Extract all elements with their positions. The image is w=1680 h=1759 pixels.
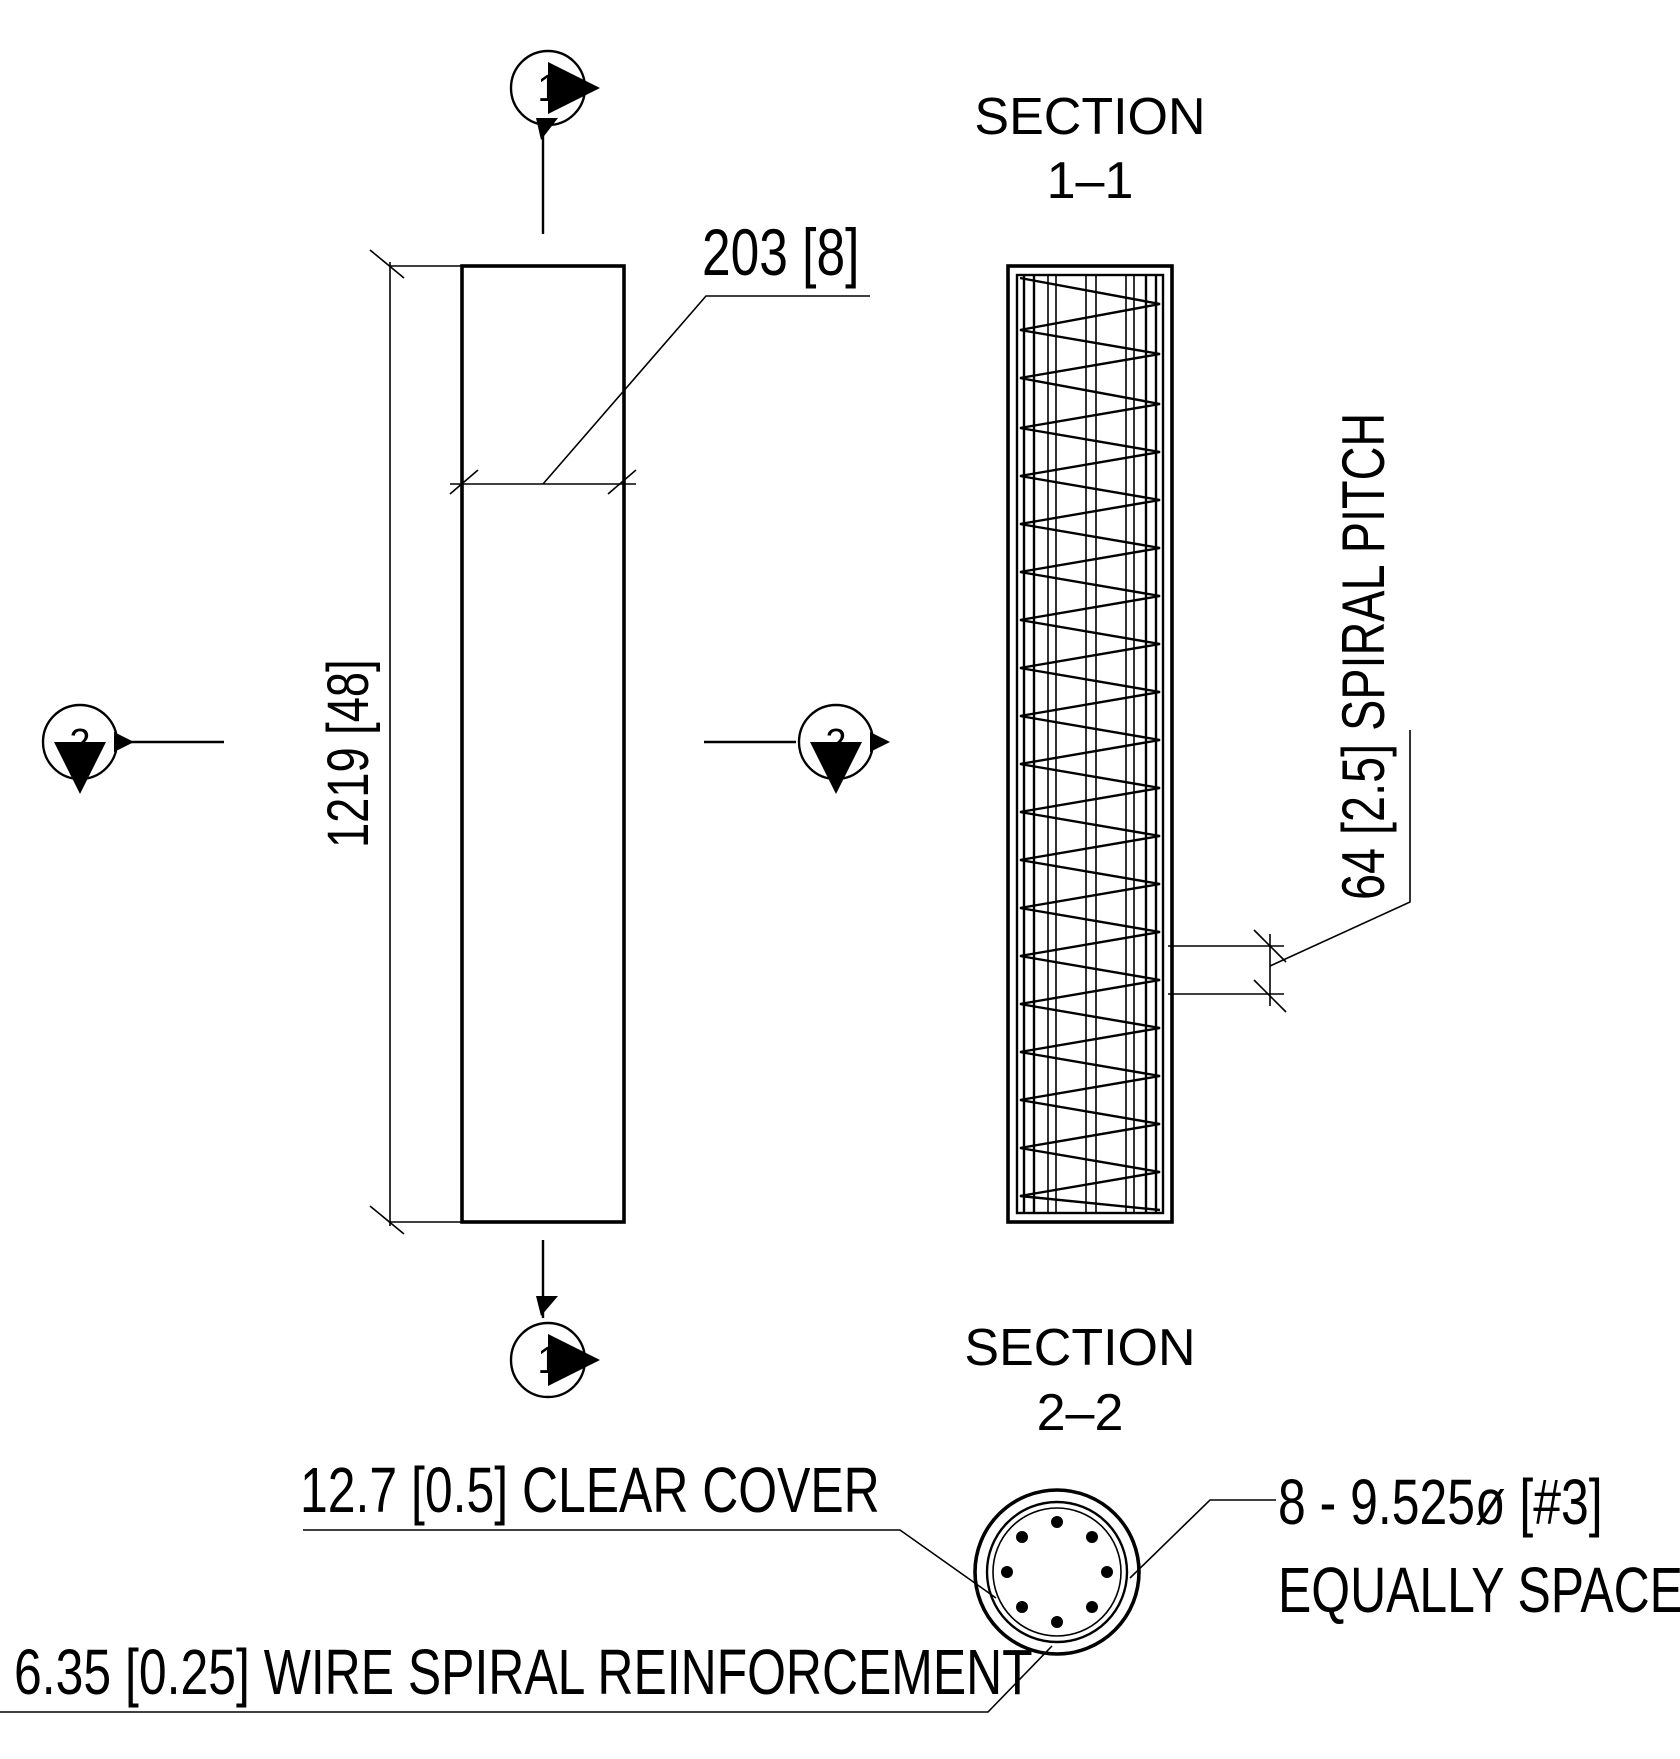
rebar-dots — [1001, 1516, 1113, 1628]
width-dimension-label: 203 [8] — [702, 215, 859, 290]
section-1-1-title: SECTION — [974, 88, 1205, 146]
section-1-1-number: 1–1 — [1047, 152, 1134, 210]
length-dimension-label: 1219 [48] — [317, 659, 382, 848]
section-marker-2-right: 2 — [797, 703, 890, 794]
section-2-2-number: 2–2 — [1037, 1384, 1124, 1442]
section-2-2: SECTION 2–2 12.7 [0.5] CLEAR COVER 8 - 9… — [0, 1319, 1680, 1713]
clear-cover-leader — [303, 1529, 997, 1599]
rebar-leader — [1129, 1499, 1276, 1579]
pile-circular-outline — [973, 1488, 1141, 1656]
rebar-label-line2: EQUALLY SPACED — [1278, 1555, 1680, 1626]
svg-text:2: 2 — [825, 722, 846, 764]
pile-section-outline — [1006, 264, 1174, 1224]
section-marker-1-top: 1 — [509, 49, 600, 140]
svg-text:2: 2 — [69, 722, 90, 764]
section-marker-1-bottom: 1 — [509, 1296, 600, 1399]
spiral-label: 6.35 [0.25] WIRE SPIRAL REINFORCEMENT — [14, 1637, 1033, 1708]
pile-elevation-outline — [460, 264, 626, 1224]
pitch-dimension-label: 64 [2.5] SPIRAL PITCH — [1330, 413, 1397, 900]
rebar-label-line1: 8 - 9.525ø [#3] — [1278, 1467, 1603, 1538]
spiral-leader — [0, 1645, 1053, 1713]
section-1-1: SECTION 1–1 64 [2.5] SPIRAL PITCH — [974, 88, 1411, 1224]
spiral-ring — [985, 1500, 1129, 1644]
section-marker-2-left: 2 — [41, 703, 134, 794]
width-leader — [542, 295, 870, 485]
section-2-2-title: SECTION — [964, 1319, 1195, 1377]
spiral-reinforcement — [1019, 276, 1161, 1212]
elevation-view: 1219 [48] 203 [8] 1 1 2 — [41, 49, 890, 1399]
svg-text:1: 1 — [537, 1340, 558, 1382]
svg-text:1: 1 — [537, 68, 558, 110]
clear-cover-label: 12.7 [0.5] CLEAR COVER — [300, 1455, 880, 1526]
pitch-leader — [1269, 730, 1411, 967]
